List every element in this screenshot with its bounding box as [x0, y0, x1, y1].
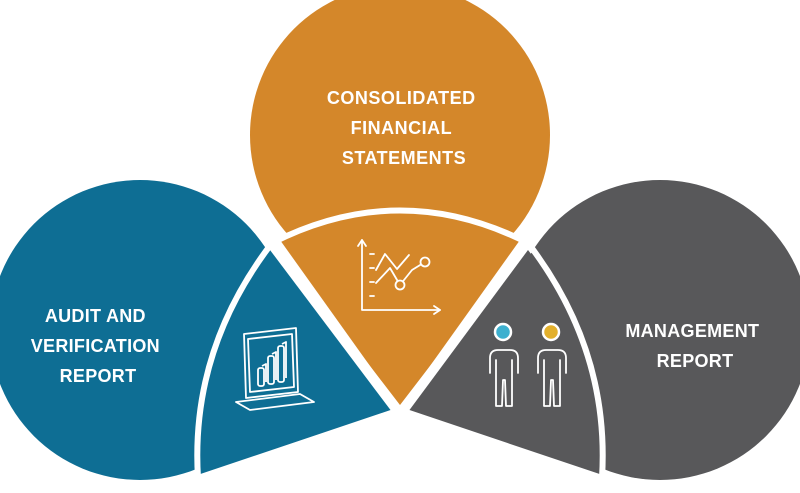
separator-bottom-right	[397, 407, 605, 481]
consolidated-label-line: CONSOLIDATED	[327, 88, 476, 108]
audit-label-line: REPORT	[60, 366, 137, 386]
consolidated-label: CONSOLIDATED FINANCIAL STATEMENTS	[327, 88, 481, 168]
audit-wedge	[199, 250, 392, 475]
consolidated-label-line: STATEMENTS	[342, 148, 466, 168]
separator-right-arc	[525, 240, 606, 481]
segment-audit-verification	[0, 180, 392, 480]
consolidated-label-line: FINANCIAL	[351, 118, 452, 138]
separator-left-arc	[194, 240, 275, 481]
audit-label-line: AUDIT AND	[45, 306, 146, 326]
separator-bottom-left	[195, 407, 403, 481]
management-wedge	[408, 250, 601, 475]
bar-chart-laptop-icon	[235, 327, 315, 411]
audit-label: AUDIT AND VERIFICATION REPORT	[31, 306, 166, 386]
management-label: MANAGEMENT REPORT	[625, 321, 764, 371]
separators	[194, 207, 606, 481]
management-label-line: REPORT	[657, 351, 734, 371]
separator-right-diagonal	[397, 240, 531, 413]
separator-left-diagonal	[269, 240, 403, 413]
person-head-blue	[493, 322, 513, 342]
line-chart-icon	[357, 239, 441, 315]
separator-top-arc	[269, 207, 531, 246]
two-people-icon	[489, 322, 567, 407]
management-label-line: MANAGEMENT	[625, 321, 759, 341]
consolidated-circle	[250, 0, 550, 285]
audit-label-line: VERIFICATION	[31, 336, 160, 356]
person-head-yellow	[541, 322, 561, 342]
segment-management-report	[408, 180, 800, 480]
